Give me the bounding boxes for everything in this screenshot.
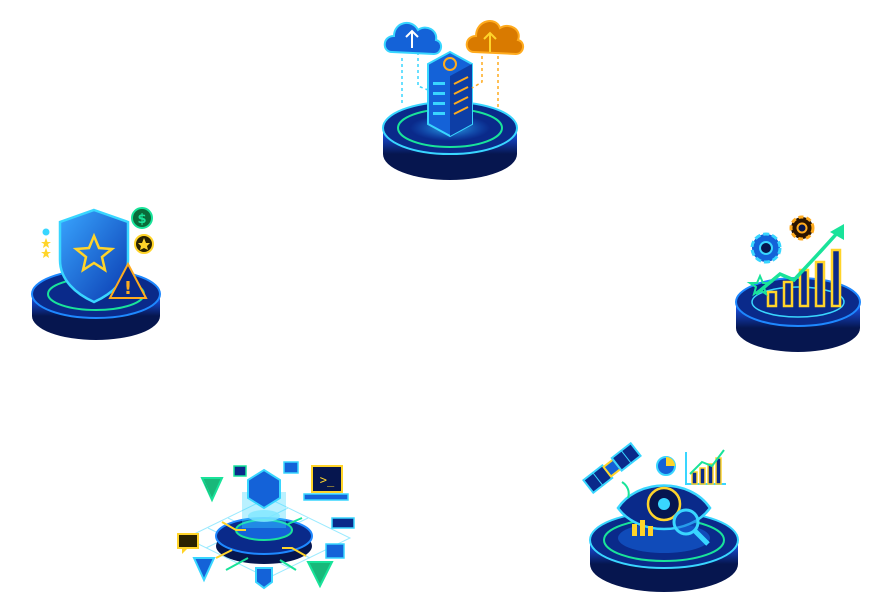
security-shield-icon: ! $	[28, 202, 164, 344]
satellite-monitoring-icon	[582, 438, 750, 596]
alert-glyph: !	[124, 278, 132, 299]
growth-analytics-icon	[732, 210, 866, 358]
terminal-glyph: >_	[320, 473, 335, 487]
cloud-server-icon	[378, 6, 528, 184]
data-network-icon: >_	[176, 458, 360, 598]
dollar-glyph: $	[137, 212, 146, 227]
